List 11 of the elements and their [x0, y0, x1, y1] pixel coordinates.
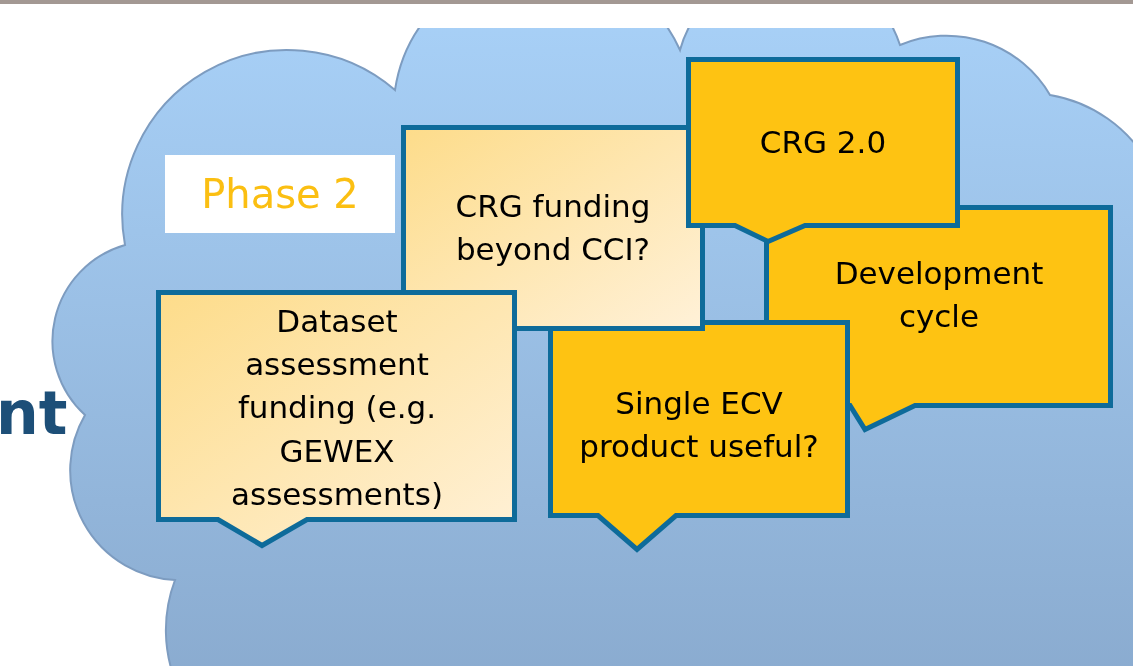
callout-text: Dataset assessment funding (e.g. GEWEX assessments): [230, 301, 444, 515]
callout-box: [686, 57, 960, 244]
callout-text: CRG 2.0: [759, 122, 887, 162]
callout-text: Development cycle: [833, 253, 1045, 336]
callout-box: [156, 290, 517, 548]
callout-text: CRG funding beyond CCI?: [454, 186, 652, 269]
phase-label-box: [165, 155, 395, 233]
callout-text: Single ECV product useful?: [578, 383, 820, 466]
title-fragment: nt: [0, 378, 68, 448]
phase-label: Phase 2: [201, 171, 359, 217]
callout-box: [401, 125, 705, 331]
